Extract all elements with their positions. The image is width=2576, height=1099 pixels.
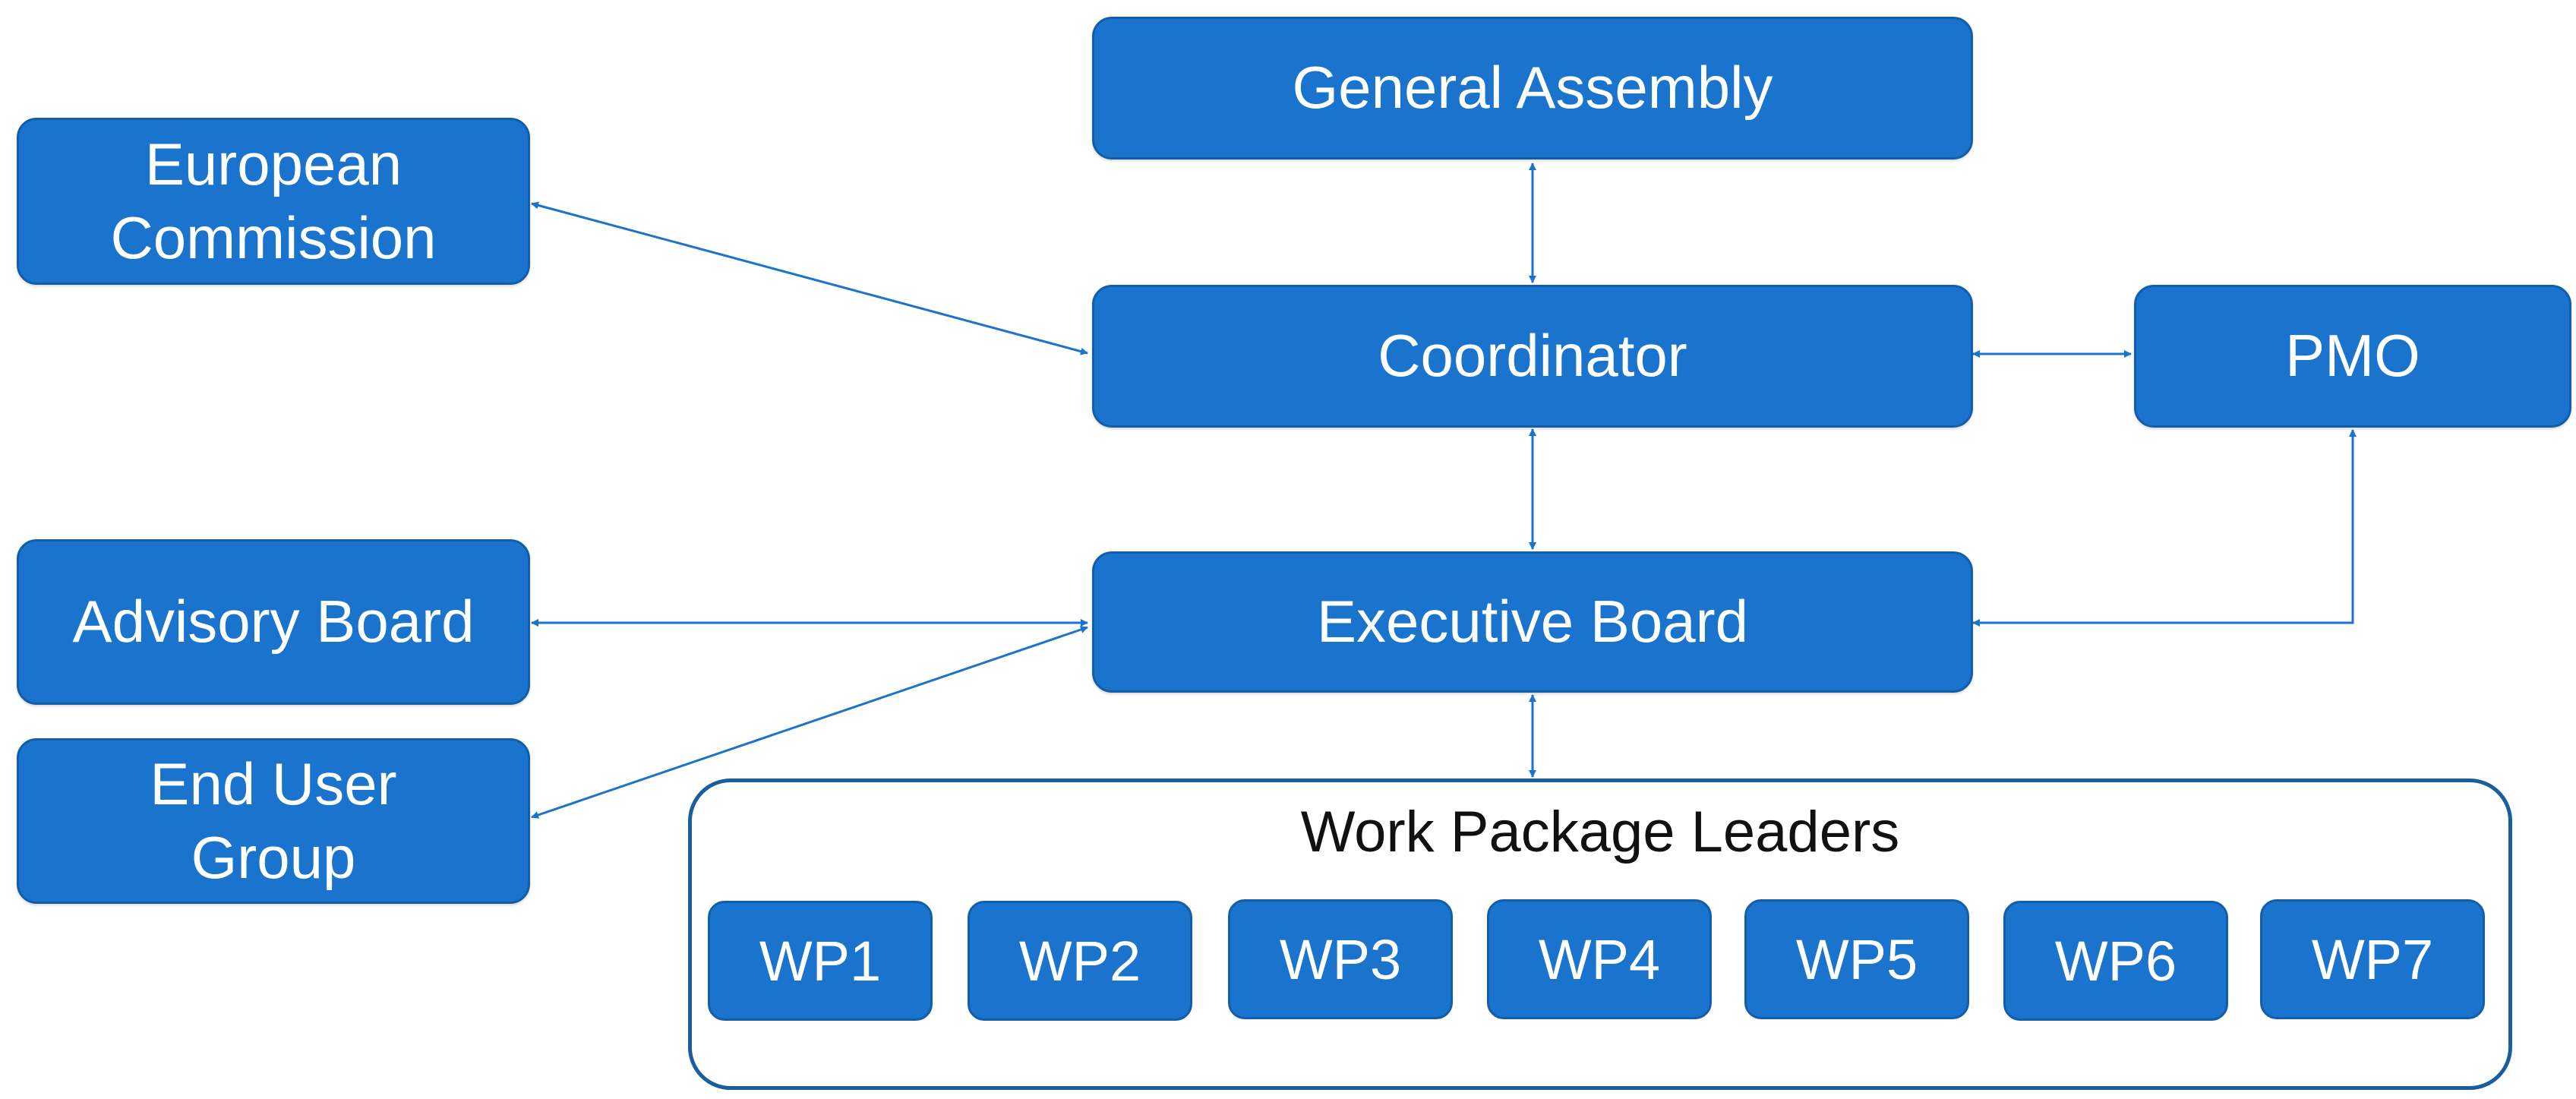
wp6-node: WP6: [2003, 901, 2228, 1021]
wp7-node: WP7: [2260, 899, 2485, 1019]
end-user-group-node: End User Group: [17, 738, 530, 904]
wp2-node: WP2: [968, 901, 1192, 1021]
edge-enduser-executive: [531, 626, 1088, 819]
wp4-node: WP4: [1487, 899, 1712, 1019]
wp1-node: WP1: [708, 901, 933, 1021]
advisory-board-node: Advisory Board: [17, 539, 530, 705]
wp5-node: WP5: [1744, 899, 1969, 1019]
executive-board-node: Executive Board: [1092, 551, 1973, 693]
pmo-node: PMO: [2134, 285, 2571, 428]
edge-commission-coordinator: [531, 201, 1088, 355]
edge-pmo-executive: [1972, 429, 2357, 627]
general-assembly-node: General Assembly: [1092, 17, 1973, 159]
work-package-leaders-title: Work Package Leaders: [1300, 800, 1900, 864]
coordinator-node: Coordinator: [1092, 285, 1973, 428]
european-commission-node: European Commission: [17, 118, 530, 285]
wp3-node: WP3: [1228, 899, 1453, 1019]
